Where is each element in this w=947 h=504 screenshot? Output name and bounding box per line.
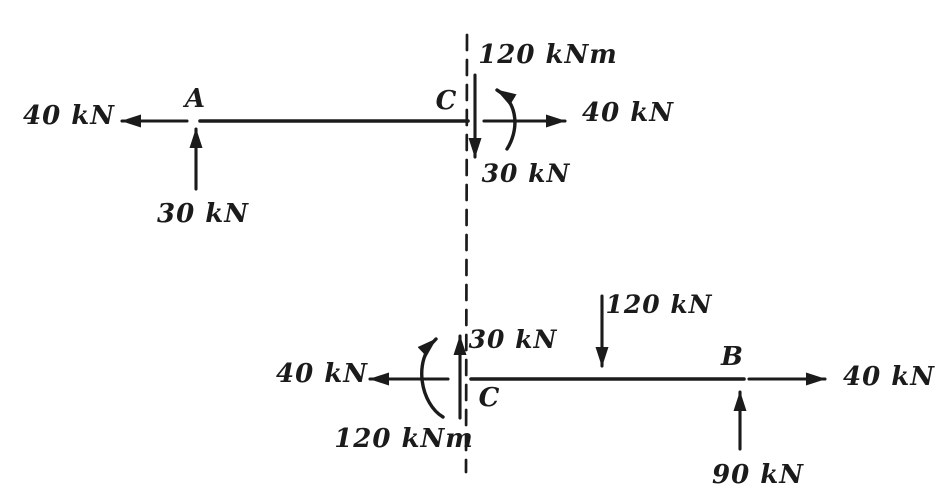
top-moment-label: 120 kNm (478, 40, 618, 70)
top-point-c-label: C (436, 86, 457, 116)
bottom-shear-label: 30 kN (469, 325, 558, 354)
bottom-left-force-label: 40 kN (276, 359, 368, 389)
bottom-load-label: 120 kN (605, 290, 712, 319)
bottom-point-b-label: B (720, 342, 743, 372)
top-moment-arc (495, 88, 517, 151)
top-reaction-a-label: 30 kN (157, 199, 249, 229)
top-right-force-label: 40 kN (582, 98, 674, 128)
bottom-point-c-label: C (479, 383, 500, 413)
top-point-a-label: A (182, 84, 205, 114)
bottom-moment-label: 120 kNm (334, 424, 474, 454)
top-shear-label: 30 kN (482, 159, 571, 188)
bottom-right-force-label: 40 kN (843, 362, 935, 392)
top-left-force-label: 40 kN (23, 101, 115, 131)
bottom-reaction-b-label: 90 kN (712, 460, 804, 490)
section-cut-line (464, 33, 469, 474)
bottom-moment-arc (417, 337, 445, 419)
